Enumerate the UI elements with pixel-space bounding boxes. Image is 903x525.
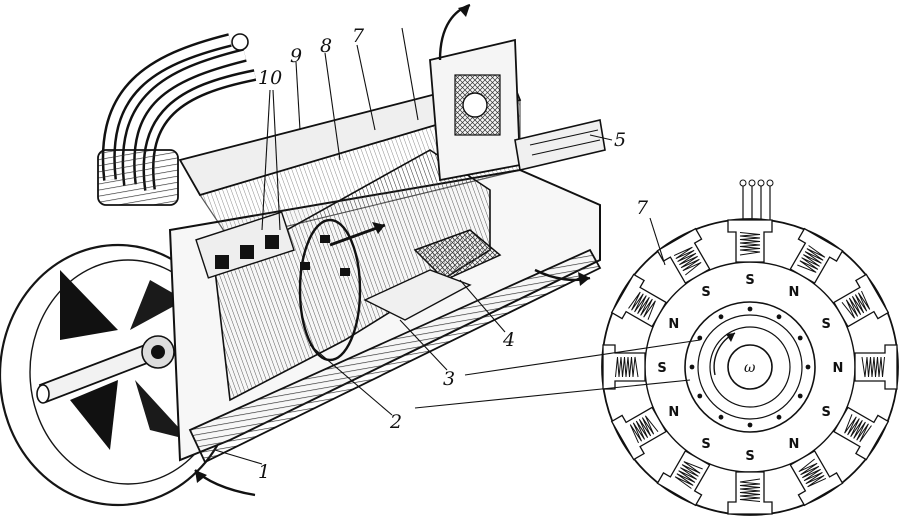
label-9: 9 bbox=[290, 45, 302, 67]
label-7-section: 7 bbox=[636, 197, 649, 219]
pole-letter: N bbox=[833, 361, 844, 376]
pole-letter: S bbox=[701, 437, 710, 452]
label-10: 10 bbox=[258, 67, 282, 89]
pole-letter: S bbox=[657, 361, 666, 376]
conductor-dot bbox=[697, 335, 703, 341]
conductor-dot bbox=[689, 364, 695, 370]
terminal-box bbox=[429, 38, 521, 182]
pole-letter: N bbox=[789, 285, 800, 300]
conductor-dot bbox=[718, 314, 724, 320]
label-5: 5 bbox=[614, 129, 626, 151]
pole-letter: S bbox=[822, 317, 831, 332]
stator-pole bbox=[833, 406, 890, 461]
conductor-dot bbox=[797, 393, 803, 399]
label-8: 8 bbox=[320, 35, 332, 57]
field-winding bbox=[363, 229, 502, 321]
stator-pole bbox=[833, 273, 890, 328]
stator-pole bbox=[602, 344, 646, 390]
stator-pole bbox=[727, 471, 773, 515]
label-3: 3 bbox=[443, 368, 455, 390]
cable-bundle bbox=[97, 33, 257, 206]
label-4: 4 bbox=[502, 329, 515, 351]
conductor-dot bbox=[747, 306, 753, 312]
pole-letter: N bbox=[668, 317, 679, 332]
conductor-dot bbox=[805, 364, 811, 370]
conductor-dot bbox=[797, 335, 803, 341]
pole-letter: N bbox=[789, 437, 800, 452]
label-7-machine: 7 bbox=[352, 25, 365, 47]
end-shield bbox=[0, 243, 238, 507]
stator-pole bbox=[656, 450, 711, 507]
stator-pole bbox=[610, 406, 667, 461]
stator-pole bbox=[610, 273, 667, 328]
pole-letter: S bbox=[745, 273, 754, 288]
output-shaft bbox=[514, 119, 606, 171]
conductor-dot bbox=[776, 414, 782, 420]
section-leaders bbox=[414, 217, 701, 409]
shaft bbox=[36, 335, 175, 404]
stator-pole bbox=[789, 450, 844, 507]
omega-symbol: ω bbox=[744, 360, 756, 376]
stator-pole bbox=[727, 219, 773, 263]
brush-gear bbox=[195, 211, 295, 279]
conductor-dot bbox=[697, 393, 703, 399]
rotor-cross-section: S N S N S N S S N S N S bbox=[601, 179, 899, 516]
pole-letter: S bbox=[745, 449, 754, 464]
pole-letter: N bbox=[668, 405, 679, 420]
conductor-dot bbox=[718, 414, 724, 420]
pole-letter: S bbox=[701, 285, 710, 300]
machine-cutaway bbox=[0, 3, 613, 507]
stator-pole bbox=[656, 227, 711, 284]
stator-pole bbox=[789, 227, 844, 284]
airflow-arrows bbox=[194, 3, 591, 497]
stator-pole bbox=[854, 344, 898, 390]
label-1: 1 bbox=[258, 461, 270, 483]
pole-letter: S bbox=[822, 405, 831, 420]
label-2: 2 bbox=[389, 411, 402, 433]
conductor-dot bbox=[747, 422, 753, 428]
conductor-dot bbox=[776, 314, 782, 320]
leader-lines bbox=[214, 27, 613, 465]
